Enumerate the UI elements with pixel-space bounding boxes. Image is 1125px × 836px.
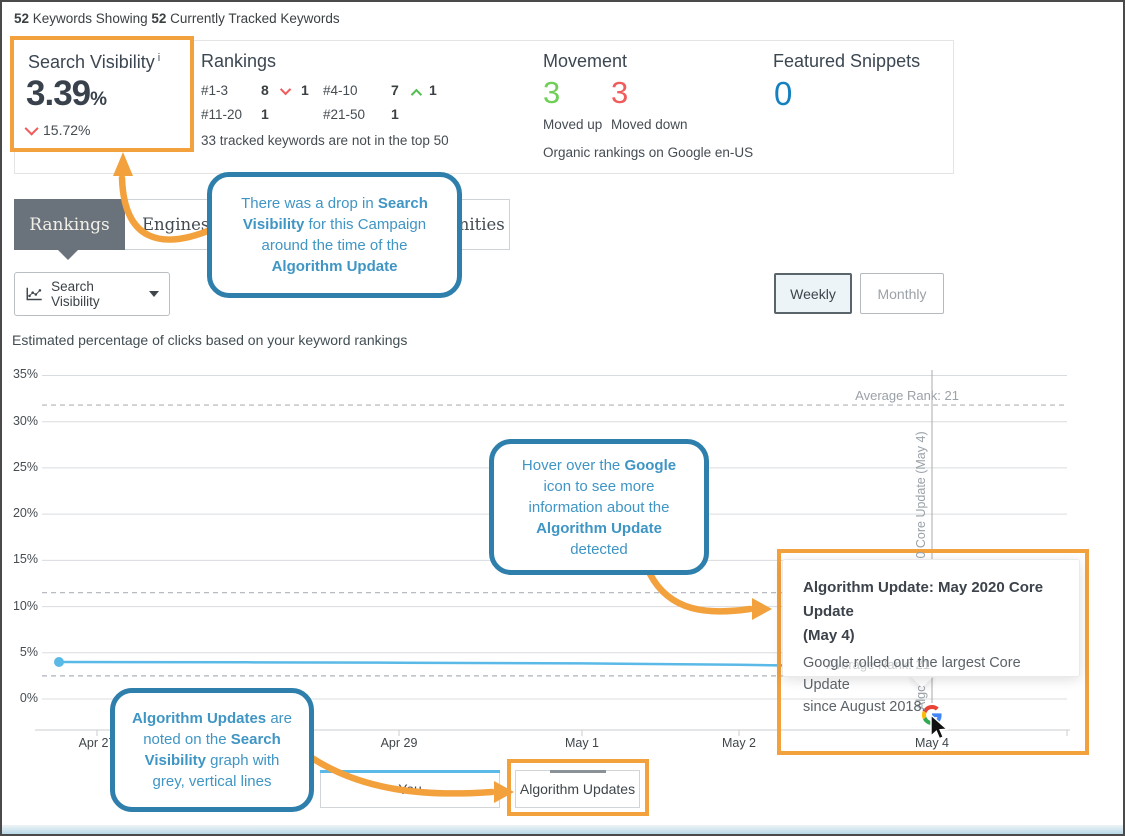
y-axis-label: 25% [12,459,38,474]
algorithm-updates-color-line [550,770,606,773]
monthly-button[interactable]: Monthly [860,273,944,314]
chart-subtitle: Estimated percentage of clicks based on … [12,332,408,348]
y-axis-label: 15% [12,552,38,567]
chevron-down-icon [24,121,39,136]
rankings-delta-1-3: 1 [301,82,309,98]
y-axis-label: 0% [19,691,38,705]
x-axis-label: May 4 [914,736,950,750]
y-axis-label: 20% [12,506,38,521]
moved-down-label: Moved down [611,117,688,132]
moved-up-count: 3 [543,75,561,110]
rankings-value-1-3: 8 [261,82,269,98]
algorithm-update-tooltip: Algorithm Update: May 2020 Core Update (… [782,559,1080,715]
y-axis-label: 30% [12,413,38,428]
arrow-to-tooltip-head [752,598,772,620]
callout-search-visibility-drop: There was a drop in Search Visibility fo… [207,172,462,298]
caret-down-icon [149,291,159,297]
callout-hover-google-icon: Hover over the Google icon to see more i… [489,439,709,575]
search-visibility-value: 3.39% [26,74,108,113]
x-axis-label: Apr 27 [78,736,116,750]
mouse-cursor-icon [930,714,949,740]
average-rank-label: Average Rank: 21 [855,388,959,404]
rankings-note: 33 tracked keywords are not in the top 5… [201,133,449,148]
y-axis-label: 10% [12,598,38,613]
x-axis-label: May 1 [564,736,600,750]
x-axis-label: Apr 29 [380,736,418,750]
rankings-range-11-20: #11-20 [201,107,243,122]
active-tab-notch [58,250,78,260]
average-rank-label-faint: Average Rank: 21 [826,656,930,672]
you-series-color-line [320,770,500,773]
moved-up-label: Moved up [543,117,603,132]
rankings-title: Rankings [201,51,277,71]
tooltip-highlight-rect [777,549,1089,755]
rankings-value-21-50: 1 [391,106,399,122]
tooltip-title: Algorithm Update: May 2020 Core Update (… [803,579,1044,644]
rankings-delta-4-10: 1 [429,82,437,98]
movement-title: Movement [543,51,628,71]
callout-algorithm-updates-lines: Algorithm Updates are noted on the Searc… [110,688,314,812]
y-axis-label: 5% [19,644,38,659]
legend-item-you[interactable]: You [320,770,500,808]
moved-down-count: 3 [611,75,629,110]
legend-highlight-rect [507,759,649,816]
metric-dropdown[interactable]: Search Visibility [14,272,170,316]
featured-snippets-count: 0 [774,75,793,112]
rankings-range-1-3: #1-3 [201,83,229,98]
series-start-point [54,657,64,667]
metric-dropdown-label: Search Visibility [51,279,100,309]
featured-snippets-title: Featured Snippets [773,51,921,71]
keywords-summary-header: 52 Keywords Showing 52 Currently Tracked… [14,11,340,26]
rank-delta-down-icon [279,83,292,96]
info-icon[interactable]: i [157,52,161,64]
x-axis-label: May 2 [721,736,757,750]
bottom-edge-strip [2,825,1123,834]
rankings-value-4-10: 7 [391,82,399,98]
legend-item-algorithm-updates[interactable]: Algorithm Updates [515,770,640,808]
tab-engines[interactable]: Engines [142,215,210,234]
tab-rankings[interactable]: Rankings [14,199,125,250]
arrow-to-tooltip [646,570,754,615]
search-visibility-change: 15.72% [24,121,90,138]
rankings-value-11-20: 1 [261,106,269,122]
y-axis-label: 35% [12,367,38,382]
rankings-range-21-50: #21-50 [323,107,366,122]
weekly-button[interactable]: Weekly [774,273,852,314]
line-chart-icon [26,287,42,300]
movement-note: Organic rankings on Google en-US [543,145,754,160]
rankings-range-4-10: #4-10 [323,83,358,98]
rank-delta-up-icon [410,88,423,101]
